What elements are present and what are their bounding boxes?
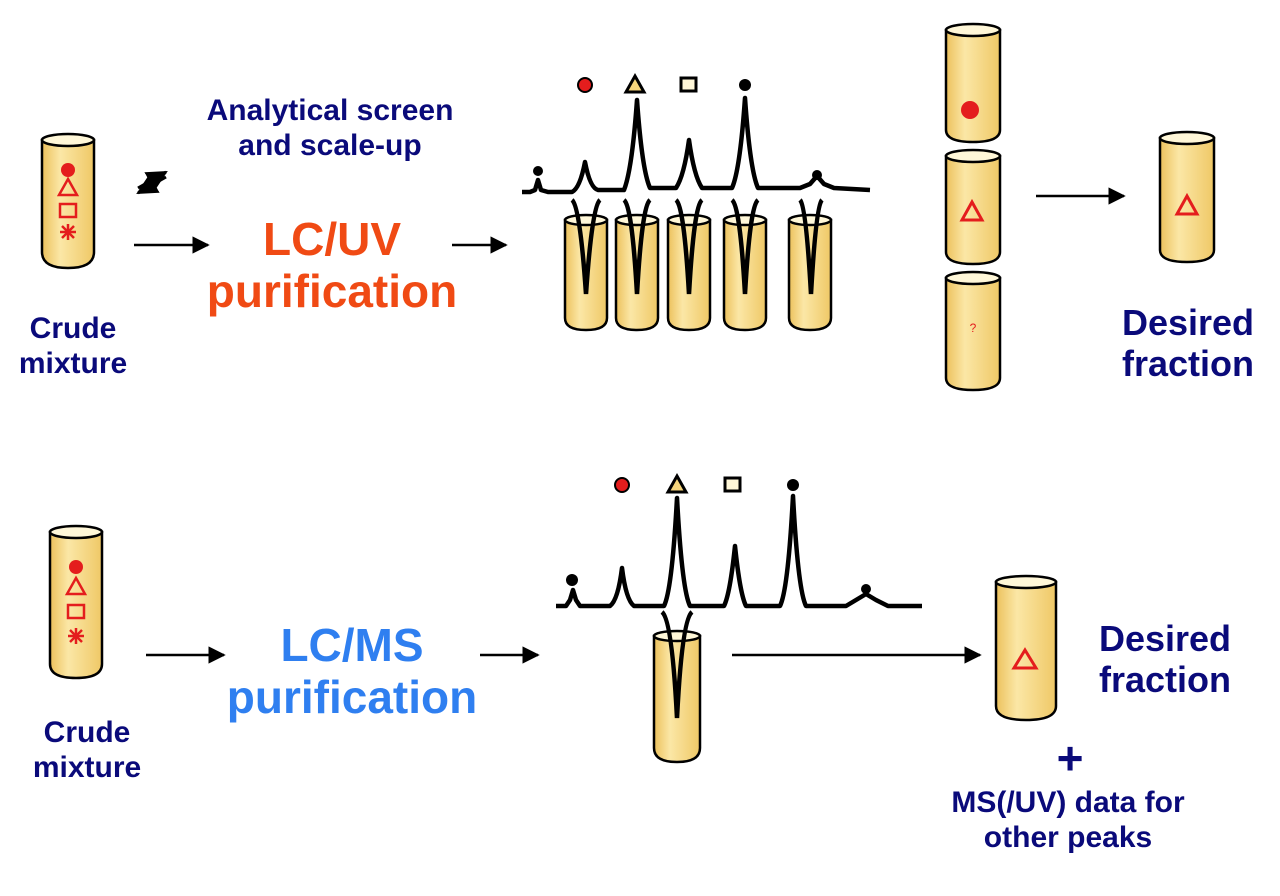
- square-marker-icon: [58, 202, 78, 219]
- triangle-marker-icon: [665, 472, 689, 494]
- test-tube-icon: [48, 524, 104, 680]
- circle-marker-icon: [614, 477, 630, 493]
- plus-sign: +: [1056, 732, 1084, 784]
- double-arrow-icon: [136, 170, 168, 195]
- desired-fraction-label-bottom: Desired fraction: [1098, 618, 1232, 701]
- crude-mixture-label-bottom: Crude mixture: [32, 716, 142, 784]
- chromatogram-trace: [570, 198, 824, 295]
- test-tube-icon: [994, 574, 1058, 722]
- chromatogram-trace: [660, 610, 694, 719]
- circle-marker-icon: [69, 560, 83, 574]
- triangle-marker-icon: [56, 176, 80, 197]
- chromatogram-trace: [556, 493, 922, 609]
- asterisk-marker-icon: [60, 224, 76, 240]
- triangle-marker-icon: [623, 72, 647, 94]
- test-tube-icon: [944, 148, 1002, 266]
- triangle-marker-icon: [64, 575, 88, 596]
- test-tube-icon: [944, 22, 1002, 144]
- ms-data-note: MS(/UV) data for other peaks: [951, 786, 1185, 854]
- test-tube-icon: [944, 270, 1002, 392]
- asterisk-marker-icon: [787, 479, 799, 491]
- square-marker-icon: [679, 76, 698, 93]
- chromatogram-trace: [522, 95, 871, 195]
- asterisk-marker-icon: [68, 628, 84, 644]
- circle-marker-icon: [577, 77, 593, 93]
- test-tube-icon: [1158, 130, 1216, 264]
- square-marker-icon: [723, 476, 742, 493]
- triangle-marker-icon: [959, 198, 985, 222]
- lc-ms-method-label: LC/MS purification: [226, 619, 478, 723]
- odd-tube-mark: ?: [970, 321, 977, 335]
- square-marker-icon: [66, 603, 86, 620]
- triangle-marker-icon: [1174, 192, 1200, 216]
- crude-mixture-label-top: Crude mixture: [18, 312, 128, 380]
- circle-marker-icon: [61, 163, 75, 177]
- desired-fraction-label-top: Desired fraction: [1121, 302, 1255, 385]
- analytical-screen-label: Analytical screen and scale-up: [206, 94, 454, 162]
- circle-marker-icon: [961, 101, 979, 119]
- asterisk-marker-icon: [739, 79, 751, 91]
- triangle-marker-icon: [1011, 647, 1039, 670]
- lc-uv-method-label: LC/UV purification: [206, 213, 458, 317]
- test-tube-icon: [40, 132, 96, 270]
- fraction-tubes: [563, 213, 833, 332]
